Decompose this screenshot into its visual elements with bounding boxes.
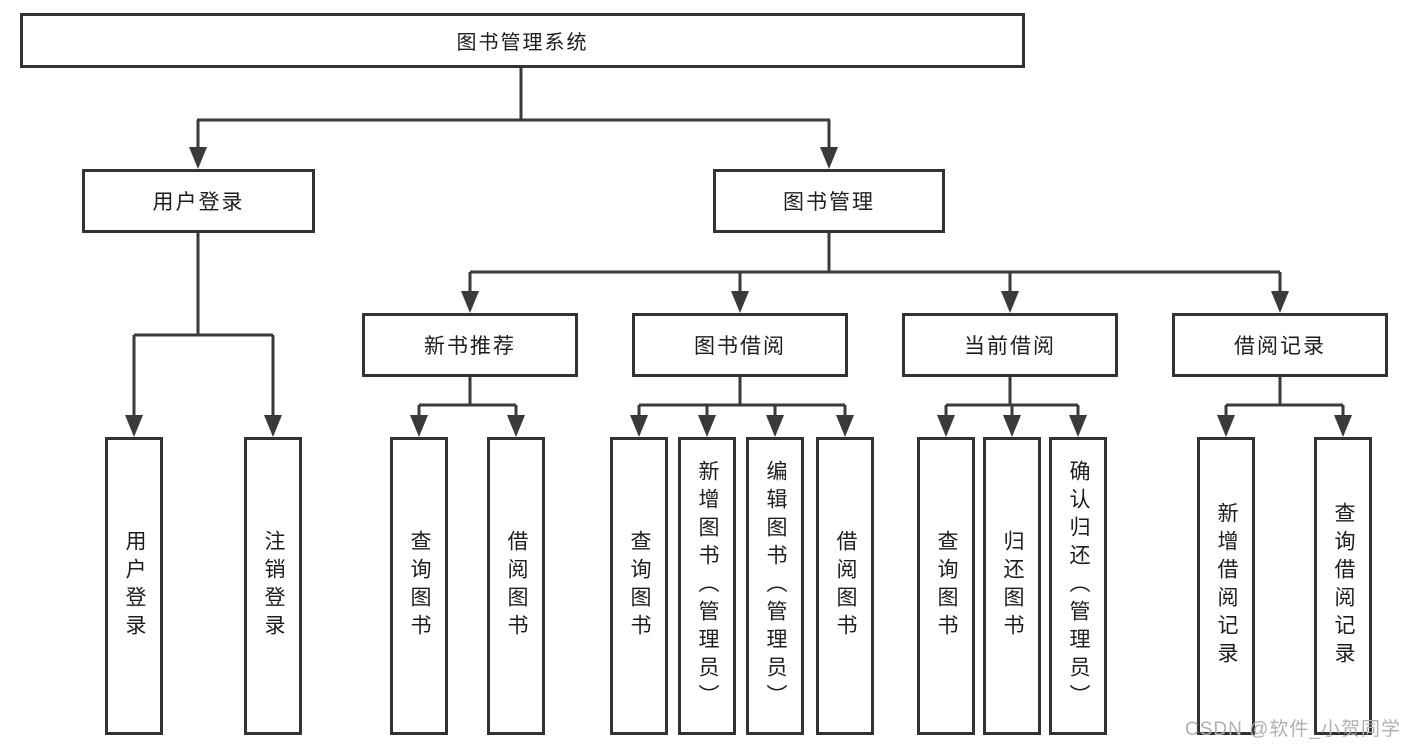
leaf-edit-book-admin: 编辑图书（管理员） (746, 437, 804, 735)
leaf-user-login: 用户登录 (105, 437, 163, 735)
leaf-label: 用户登录 (123, 530, 146, 642)
leaf-label: 新增图书（管理员） (696, 460, 719, 712)
arrowhead-icons (125, 147, 1352, 437)
leaf-label: 新增借阅记录 (1215, 502, 1238, 670)
leaf-query-book-2: 查询图书 (610, 437, 668, 735)
leaf-query-book-1: 查询图书 (390, 437, 448, 735)
leaf-label: 查询图书 (935, 530, 958, 642)
leaf-borrow-book-2: 借阅图书 (816, 437, 874, 735)
leaf-confirm-return-admin: 确认归还（管理员） (1049, 437, 1107, 735)
leaf-return-book: 归还图书 (983, 437, 1041, 735)
leaf-label: 编辑图书（管理员） (764, 460, 787, 712)
node-label: 当前借阅 (964, 335, 1056, 358)
leaf-label: 查询图书 (628, 530, 651, 642)
leaf-label: 注销登录 (262, 530, 285, 642)
node-book-management: 图书管理 (713, 169, 945, 233)
node-user-login: 用户登录 (82, 169, 315, 233)
leaf-label: 查询借阅记录 (1332, 502, 1355, 670)
leaf-logout: 注销登录 (244, 437, 302, 735)
node-book-borrow: 图书借阅 (632, 313, 848, 377)
node-borrow-records: 借阅记录 (1172, 313, 1388, 377)
leaf-query-borrow-record: 查询借阅记录 (1314, 437, 1372, 735)
leaf-add-book-admin: 新增图书（管理员） (678, 437, 736, 735)
leaf-label: 借阅图书 (505, 530, 528, 642)
node-label: 图书管理 (783, 191, 875, 214)
node-current-borrow: 当前借阅 (902, 313, 1118, 377)
leaf-borrow-book-1: 借阅图书 (487, 437, 545, 735)
node-label: 图书借阅 (694, 335, 786, 358)
leaf-label: 确认归还（管理员） (1067, 460, 1090, 712)
leaf-label: 查询图书 (408, 530, 431, 642)
node-label: 图书管理系统 (456, 32, 589, 54)
leaf-label: 借阅图书 (834, 530, 857, 642)
leaf-query-book-3: 查询图书 (917, 437, 975, 735)
node-new-book-recommend: 新书推荐 (362, 313, 578, 377)
leaf-label: 归还图书 (1001, 530, 1024, 642)
node-label: 借阅记录 (1234, 335, 1326, 358)
node-root-system: 图书管理系统 (20, 13, 1025, 68)
leaf-add-borrow-record: 新增借阅记录 (1197, 437, 1255, 735)
node-label: 用户登录 (152, 191, 245, 214)
watermark: CSDN @软件_小贺同学 (1185, 719, 1401, 740)
node-label: 新书推荐 (424, 335, 516, 358)
